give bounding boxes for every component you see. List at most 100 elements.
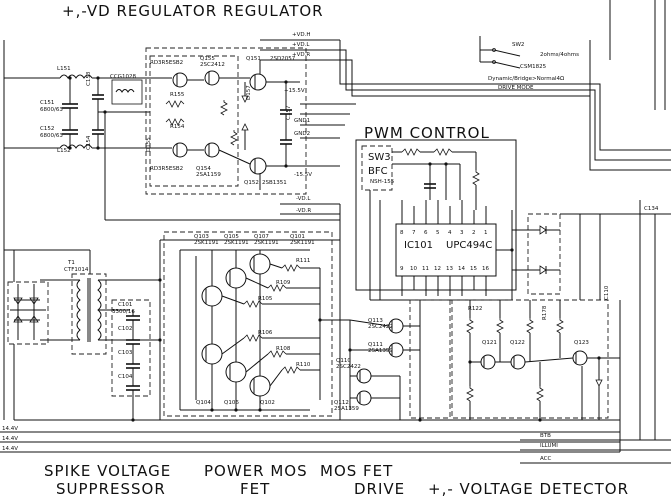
ic-part: UPC494C (446, 240, 492, 251)
label-q111p: 2SA1359 (368, 348, 393, 354)
label-q151: Q151 (246, 56, 261, 62)
label-sw2: SW2 (512, 42, 524, 48)
supply-label-1: 14.4V (2, 426, 18, 432)
label-t1p: CTF1014 (64, 267, 89, 273)
signal-acc: ACC (540, 456, 552, 462)
label-q151p: 2SD2057 (270, 56, 296, 62)
label-c103: C103 (118, 350, 133, 356)
heading-mosfet-2: DRIVE (354, 480, 405, 498)
label-q113: Q113 (368, 318, 383, 324)
label-c157: C157 (286, 105, 292, 120)
supply-label-3: 14.4V (2, 446, 18, 452)
label-q101p: 2SK1191 (290, 240, 315, 246)
label-q105: Q105 (224, 234, 239, 240)
rail-p15: +15.5V (284, 88, 305, 94)
label-ic-reg-top: RD3R5ESB2 (150, 60, 183, 66)
supply-label-2: 14.4V (2, 436, 18, 442)
label-t1: T1 (67, 260, 75, 266)
ic-pin-8: 8 (400, 230, 404, 236)
signal-btb: BTB (540, 433, 551, 439)
label-c101: C101 (118, 302, 132, 308)
label-q154p: 2SA1159 (196, 172, 221, 178)
label-c104: C104 (118, 374, 133, 380)
label-q154: Q154 (196, 166, 211, 172)
label-r109: R109 (276, 280, 291, 286)
label-mode: Dynamic/Bridge>Normal4Ω (488, 76, 564, 82)
heading-power-2: FET (240, 480, 270, 498)
label-d157: D157 (246, 85, 252, 100)
label-q152p: 2SB1351 (262, 180, 287, 186)
ic-pin-14: 14 (458, 266, 465, 272)
input-caps: C101 3300/16 C102 C103 C104 (14, 240, 340, 421)
label-q121: Q121 (482, 340, 497, 346)
label-r105: R105 (258, 296, 273, 302)
label-q155: Q155 (200, 56, 215, 62)
label-c152: C152 (40, 126, 54, 132)
ic-pin-12: 12 (434, 266, 441, 272)
heading-voltdet: +,- VOLTAGE DETECTOR (428, 480, 629, 498)
label-q111: Q111 (368, 342, 383, 348)
label-c151: C151 (40, 100, 54, 106)
label-q110p: 2SC2422 (336, 364, 361, 370)
label-ic-reg-bot: RD3R5ESB2 (150, 166, 183, 172)
label-q105p: 2SK1191 (224, 240, 249, 246)
label-q103p: 2SK1191 (194, 240, 219, 246)
heading-mosfet-1: MOS FET (320, 462, 393, 480)
ic-pin-11: 11 (422, 266, 429, 272)
regulator-block: RD3R5ESB2 RD3R5ESB2 Q155 2SC2412 Q151 2S… (145, 47, 307, 195)
heading-spike-2: SUPPRESSOR (56, 480, 166, 498)
label-q112p: 2SA1359 (334, 406, 359, 412)
label-c102: C102 (118, 326, 132, 332)
rail-vd-r: +VD.R (292, 52, 310, 58)
heading-top: +,-VD REGULATOR REGULATOR (62, 2, 324, 20)
bus-lines (260, 39, 671, 232)
ic-pin-7: 7 (412, 230, 416, 236)
label-r106: R106 (258, 330, 273, 336)
rail-nvd-l: -VD.L (296, 196, 311, 202)
label-q103: Q103 (194, 234, 209, 240)
label-c101v: 3300/16 (112, 309, 135, 315)
rail-gnd2: GND2 (294, 131, 310, 137)
power-mosfet-block: Q103 2SK1191 Q105 2SK1191 Q107 2SK1191 Q… (160, 231, 350, 420)
supply-lines: 14.4V 14.4V 14.4V (0, 426, 620, 453)
ic-pins-top: 8 7 6 5 4 3 2 1 (400, 230, 488, 236)
label-q113p: 2SC2422 (368, 324, 393, 330)
label-l151: L151 (57, 66, 71, 72)
rail-vd-h: +VD.H (292, 32, 311, 38)
label-cfl: CCG1028 (110, 74, 136, 80)
label-d155: D155 (146, 137, 152, 152)
bottom-signal-lines: BTB ILLUMI ACC (520, 433, 671, 464)
label-r110: R110 (296, 362, 311, 368)
label-c154: C154 (86, 135, 92, 150)
ic-pin-13: 13 (446, 266, 453, 272)
label-drive-mode: DRIVE MODE (498, 85, 534, 91)
label-r108: R108 (276, 346, 291, 352)
ic-pin-5: 5 (436, 230, 440, 236)
ic-pin-1: 1 (484, 230, 488, 236)
label-q152: Q152 (244, 180, 259, 186)
label-r122: R122 (468, 306, 482, 312)
label-q107p: 2SK1191 (254, 240, 279, 246)
label-r154: R154 (170, 124, 185, 130)
input-filter: L151 L152 C151 6800/63 C152 6800/63 C153… (40, 66, 340, 221)
frame-wires (3, 0, 666, 420)
label-q122: Q122 (510, 340, 525, 346)
ic-pin-15: 15 (470, 266, 477, 272)
signal-illumi: ILLUMI (540, 443, 558, 449)
label-c153: C153 (86, 71, 92, 86)
label-r178: R178 (542, 305, 548, 320)
label-q155p: 2SC2412 (200, 62, 225, 68)
rail-n15: -15.5V (294, 172, 312, 178)
ic101: IC101 UPC494C 8 7 6 5 4 3 2 1 9 10 11 12… (369, 190, 512, 301)
heading-spike-1: SPIKE VOLTAGE (44, 462, 171, 480)
label-c134: C134 (644, 206, 659, 212)
label-q110: Q110 (336, 358, 351, 364)
ic-pins-bottom: 9 10 11 12 13 14 15 16 (400, 266, 489, 272)
ic-pin-3: 3 (460, 230, 464, 236)
label-bfc: BFC (368, 166, 388, 177)
ic-pin-16: 16 (482, 266, 489, 272)
label-nsh: NSH-155 (370, 179, 395, 185)
transformer-t1: T1 CTF1014 (40, 260, 160, 355)
label-c110: C110 (604, 285, 610, 300)
